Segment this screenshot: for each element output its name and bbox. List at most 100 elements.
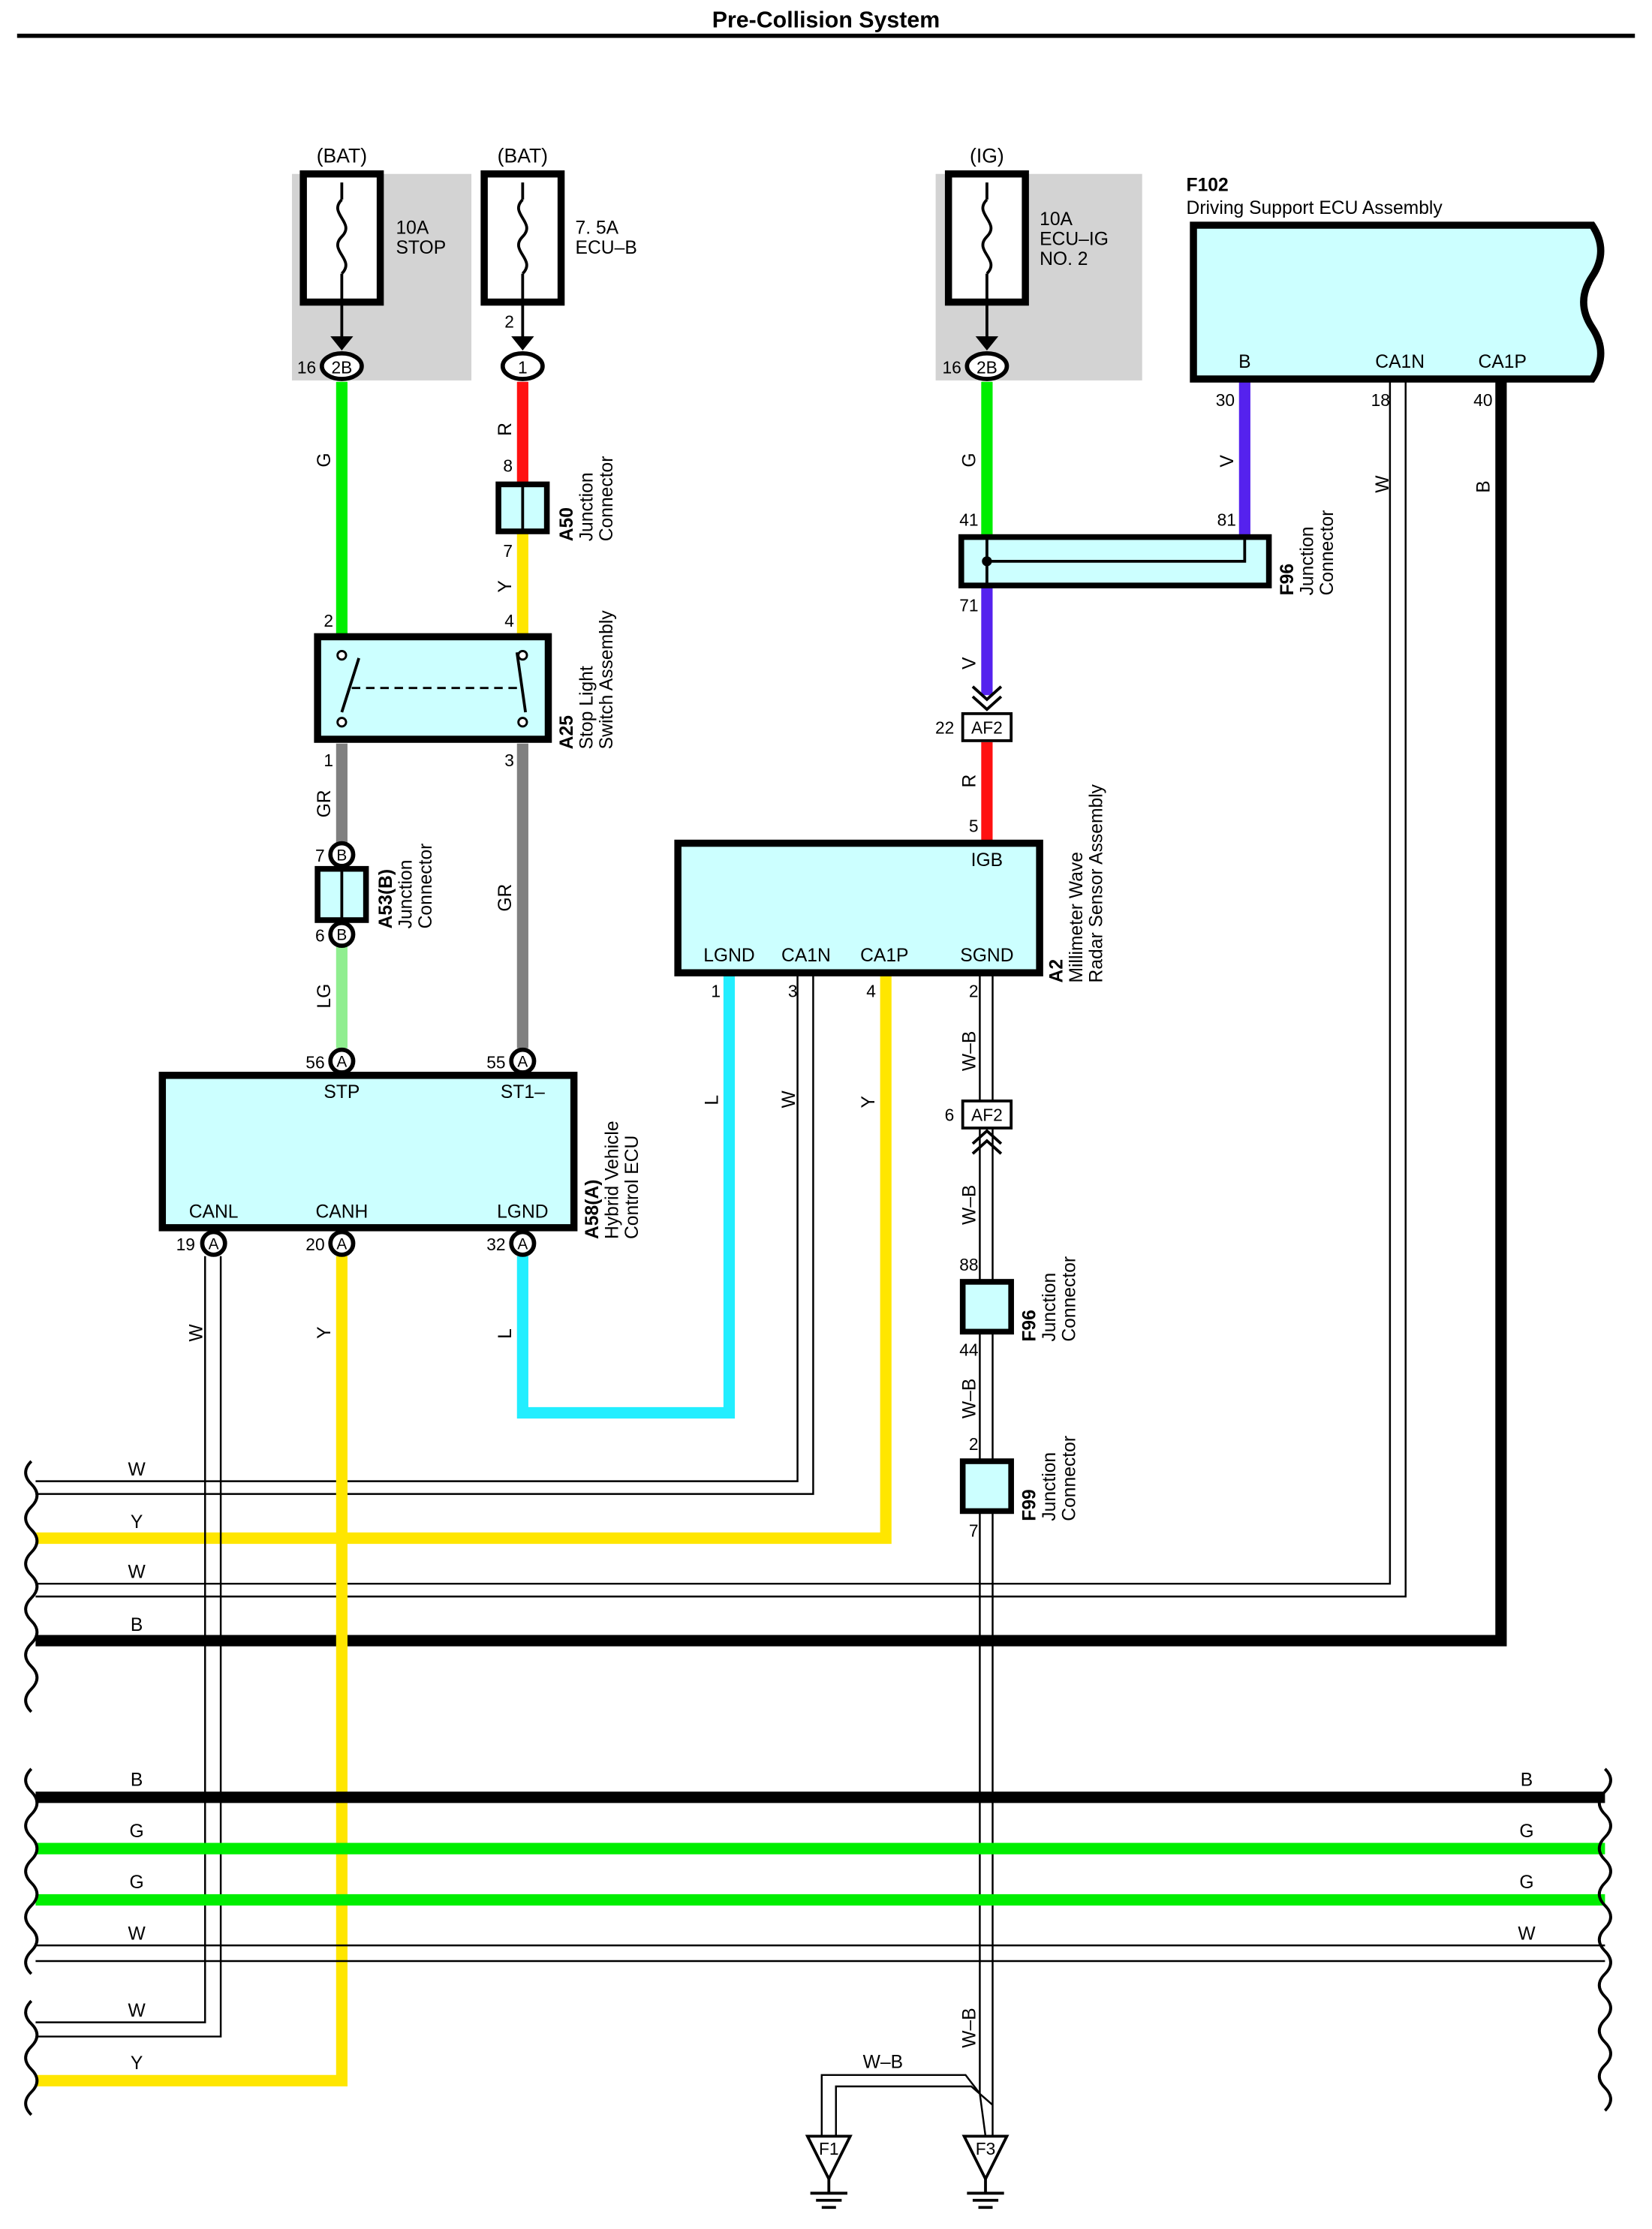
svg-text:2B: 2B	[331, 357, 352, 377]
svg-text:B: B	[336, 927, 347, 944]
svg-text:F99: F99	[1019, 1489, 1040, 1521]
svg-text:Connector: Connector	[416, 844, 436, 929]
fuse-stop: (BAT) 10A STOP	[299, 145, 446, 351]
svg-text:W: W	[128, 2001, 146, 2021]
svg-text:B: B	[131, 1770, 143, 1791]
power-label-bat-1: (BAT)	[317, 145, 367, 167]
svg-text:16: 16	[297, 357, 316, 377]
svg-text:5: 5	[969, 816, 979, 835]
svg-text:CA1P: CA1P	[1479, 352, 1527, 372]
svg-text:Connector: Connector	[1317, 510, 1338, 596]
svg-text:B: B	[131, 1615, 143, 1635]
svg-text:22: 22	[935, 717, 954, 737]
svg-text:B: B	[1521, 1770, 1533, 1791]
svg-text:A50: A50	[557, 507, 577, 541]
break-marks-left	[24, 1460, 39, 2116]
svg-text:Y: Y	[314, 1326, 335, 1338]
svg-text:CANL: CANL	[189, 1202, 239, 1223]
svg-text:71: 71	[959, 595, 978, 615]
svg-text:6: 6	[315, 925, 325, 945]
wire-gnd-branch-a	[820, 2074, 981, 2137]
svg-text:A: A	[209, 1235, 219, 1253]
svg-text:CANH: CANH	[315, 1202, 368, 1223]
fuse-ecuig-name2: NO. 2	[1040, 249, 1088, 269]
svg-text:Millimeter Wave: Millimeter Wave	[1067, 852, 1087, 982]
svg-text:W: W	[779, 1090, 799, 1108]
svg-text:Connector: Connector	[1060, 1436, 1080, 1521]
svg-text:A: A	[336, 1235, 347, 1253]
wire-a2-y	[35, 974, 892, 1545]
svg-text:SGND: SGND	[960, 946, 1013, 966]
conn-2b-ig: 2B 16	[942, 350, 1010, 381]
f99-junction: 2 7 F99 Junction Connector	[959, 1434, 1080, 1541]
svg-text:A25: A25	[557, 715, 577, 750]
svg-text:ST1–: ST1–	[501, 1082, 545, 1102]
svg-text:2: 2	[969, 1434, 979, 1454]
svg-text:G: G	[314, 453, 335, 467]
svg-text:56: 56	[305, 1052, 324, 1072]
svg-text:Junction: Junction	[576, 472, 597, 541]
svg-text:F3: F3	[976, 2139, 996, 2158]
svg-text:CA1P: CA1P	[860, 946, 908, 966]
f96-junction-bottom: 88 44 F96 Junction Connector	[959, 1255, 1079, 1360]
svg-text:W: W	[128, 1563, 146, 1583]
f96-junction-top: 41 81 71 F96 Junction Connector	[958, 510, 1338, 615]
svg-text:LGND: LGND	[703, 946, 755, 966]
svg-text:F96: F96	[1019, 1310, 1040, 1342]
svg-text:R: R	[495, 423, 516, 436]
svg-text:4: 4	[866, 981, 876, 1000]
fuse-ecuig: (IG) 10A ECU–IG NO. 2	[944, 145, 1109, 351]
svg-text:W: W	[1373, 475, 1393, 493]
svg-text:IGB: IGB	[971, 850, 1003, 871]
wire-labels: G R Y GR GR LG G V W B V R L W Y W–B W–B…	[186, 423, 1494, 2072]
wire-canh-y	[35, 1256, 348, 2086]
svg-text:AF2: AF2	[971, 717, 1003, 737]
a53-junction: B B 7 6 A53(B) Junction Connector	[314, 841, 436, 949]
svg-text:4: 4	[504, 611, 514, 630]
svg-text:W–B: W–B	[863, 2052, 903, 2072]
svg-text:88: 88	[959, 1255, 978, 1274]
svg-text:Y: Y	[131, 1512, 143, 1533]
wire-a2-w-inner	[35, 974, 799, 1482]
svg-text:2: 2	[504, 312, 514, 332]
f102-name: Driving Support ECU Assembly	[1187, 198, 1443, 218]
wire-a2-w-outer	[35, 974, 814, 1495]
f102-code: F102	[1187, 176, 1229, 196]
svg-text:2: 2	[969, 981, 979, 1000]
svg-text:CA1N: CA1N	[1375, 352, 1425, 372]
svg-text:LG: LG	[314, 984, 335, 1009]
fuse-ecuig-amp: 10A	[1040, 209, 1073, 230]
svg-text:L: L	[702, 1095, 722, 1105]
fuse-ecub: (BAT) 7. 5A ECU–B	[480, 145, 637, 351]
svg-text:Y: Y	[131, 2053, 143, 2074]
a58-hybrid-ecu: A A 56 55 STP ST1– CANL CANH LGND A A A …	[158, 1047, 642, 1257]
f102-ecu: F102 Driving Support ECU Assembly B CA1N…	[1187, 176, 1605, 410]
svg-text:A53(B): A53(B)	[376, 869, 396, 928]
svg-text:W–B: W–B	[960, 1185, 980, 1225]
svg-text:GR: GR	[495, 884, 516, 912]
power-label-ig: (IG)	[970, 145, 1004, 167]
svg-text:2B: 2B	[976, 357, 998, 377]
break-marks-right	[1597, 1767, 1612, 2112]
svg-text:V: V	[960, 657, 980, 669]
svg-text:F96: F96	[1277, 564, 1298, 596]
svg-text:Junction: Junction	[1297, 527, 1317, 596]
svg-text:30: 30	[1216, 390, 1235, 410]
svg-text:16: 16	[942, 357, 961, 377]
svg-text:G: G	[960, 453, 980, 467]
svg-text:Radar Sensor Assembly: Radar Sensor Assembly	[1087, 784, 1107, 982]
svg-text:W–B: W–B	[960, 1031, 980, 1071]
fuse-ecuig-name: ECU–IG	[1040, 230, 1109, 250]
svg-text:32: 32	[486, 1235, 505, 1254]
svg-text:Connector: Connector	[1060, 1256, 1080, 1342]
a50-junction: 8 7 A50 Junction Connector	[495, 456, 617, 561]
wire-f102-w-inner	[35, 381, 1392, 1585]
wire-gnd-branch-b	[835, 2085, 994, 2137]
svg-text:A: A	[517, 1235, 528, 1253]
svg-text:55: 55	[486, 1052, 505, 1072]
svg-text:7: 7	[969, 1521, 979, 1541]
svg-text:R: R	[960, 775, 980, 788]
svg-text:A: A	[336, 1053, 347, 1070]
svg-text:W: W	[128, 1924, 146, 1945]
